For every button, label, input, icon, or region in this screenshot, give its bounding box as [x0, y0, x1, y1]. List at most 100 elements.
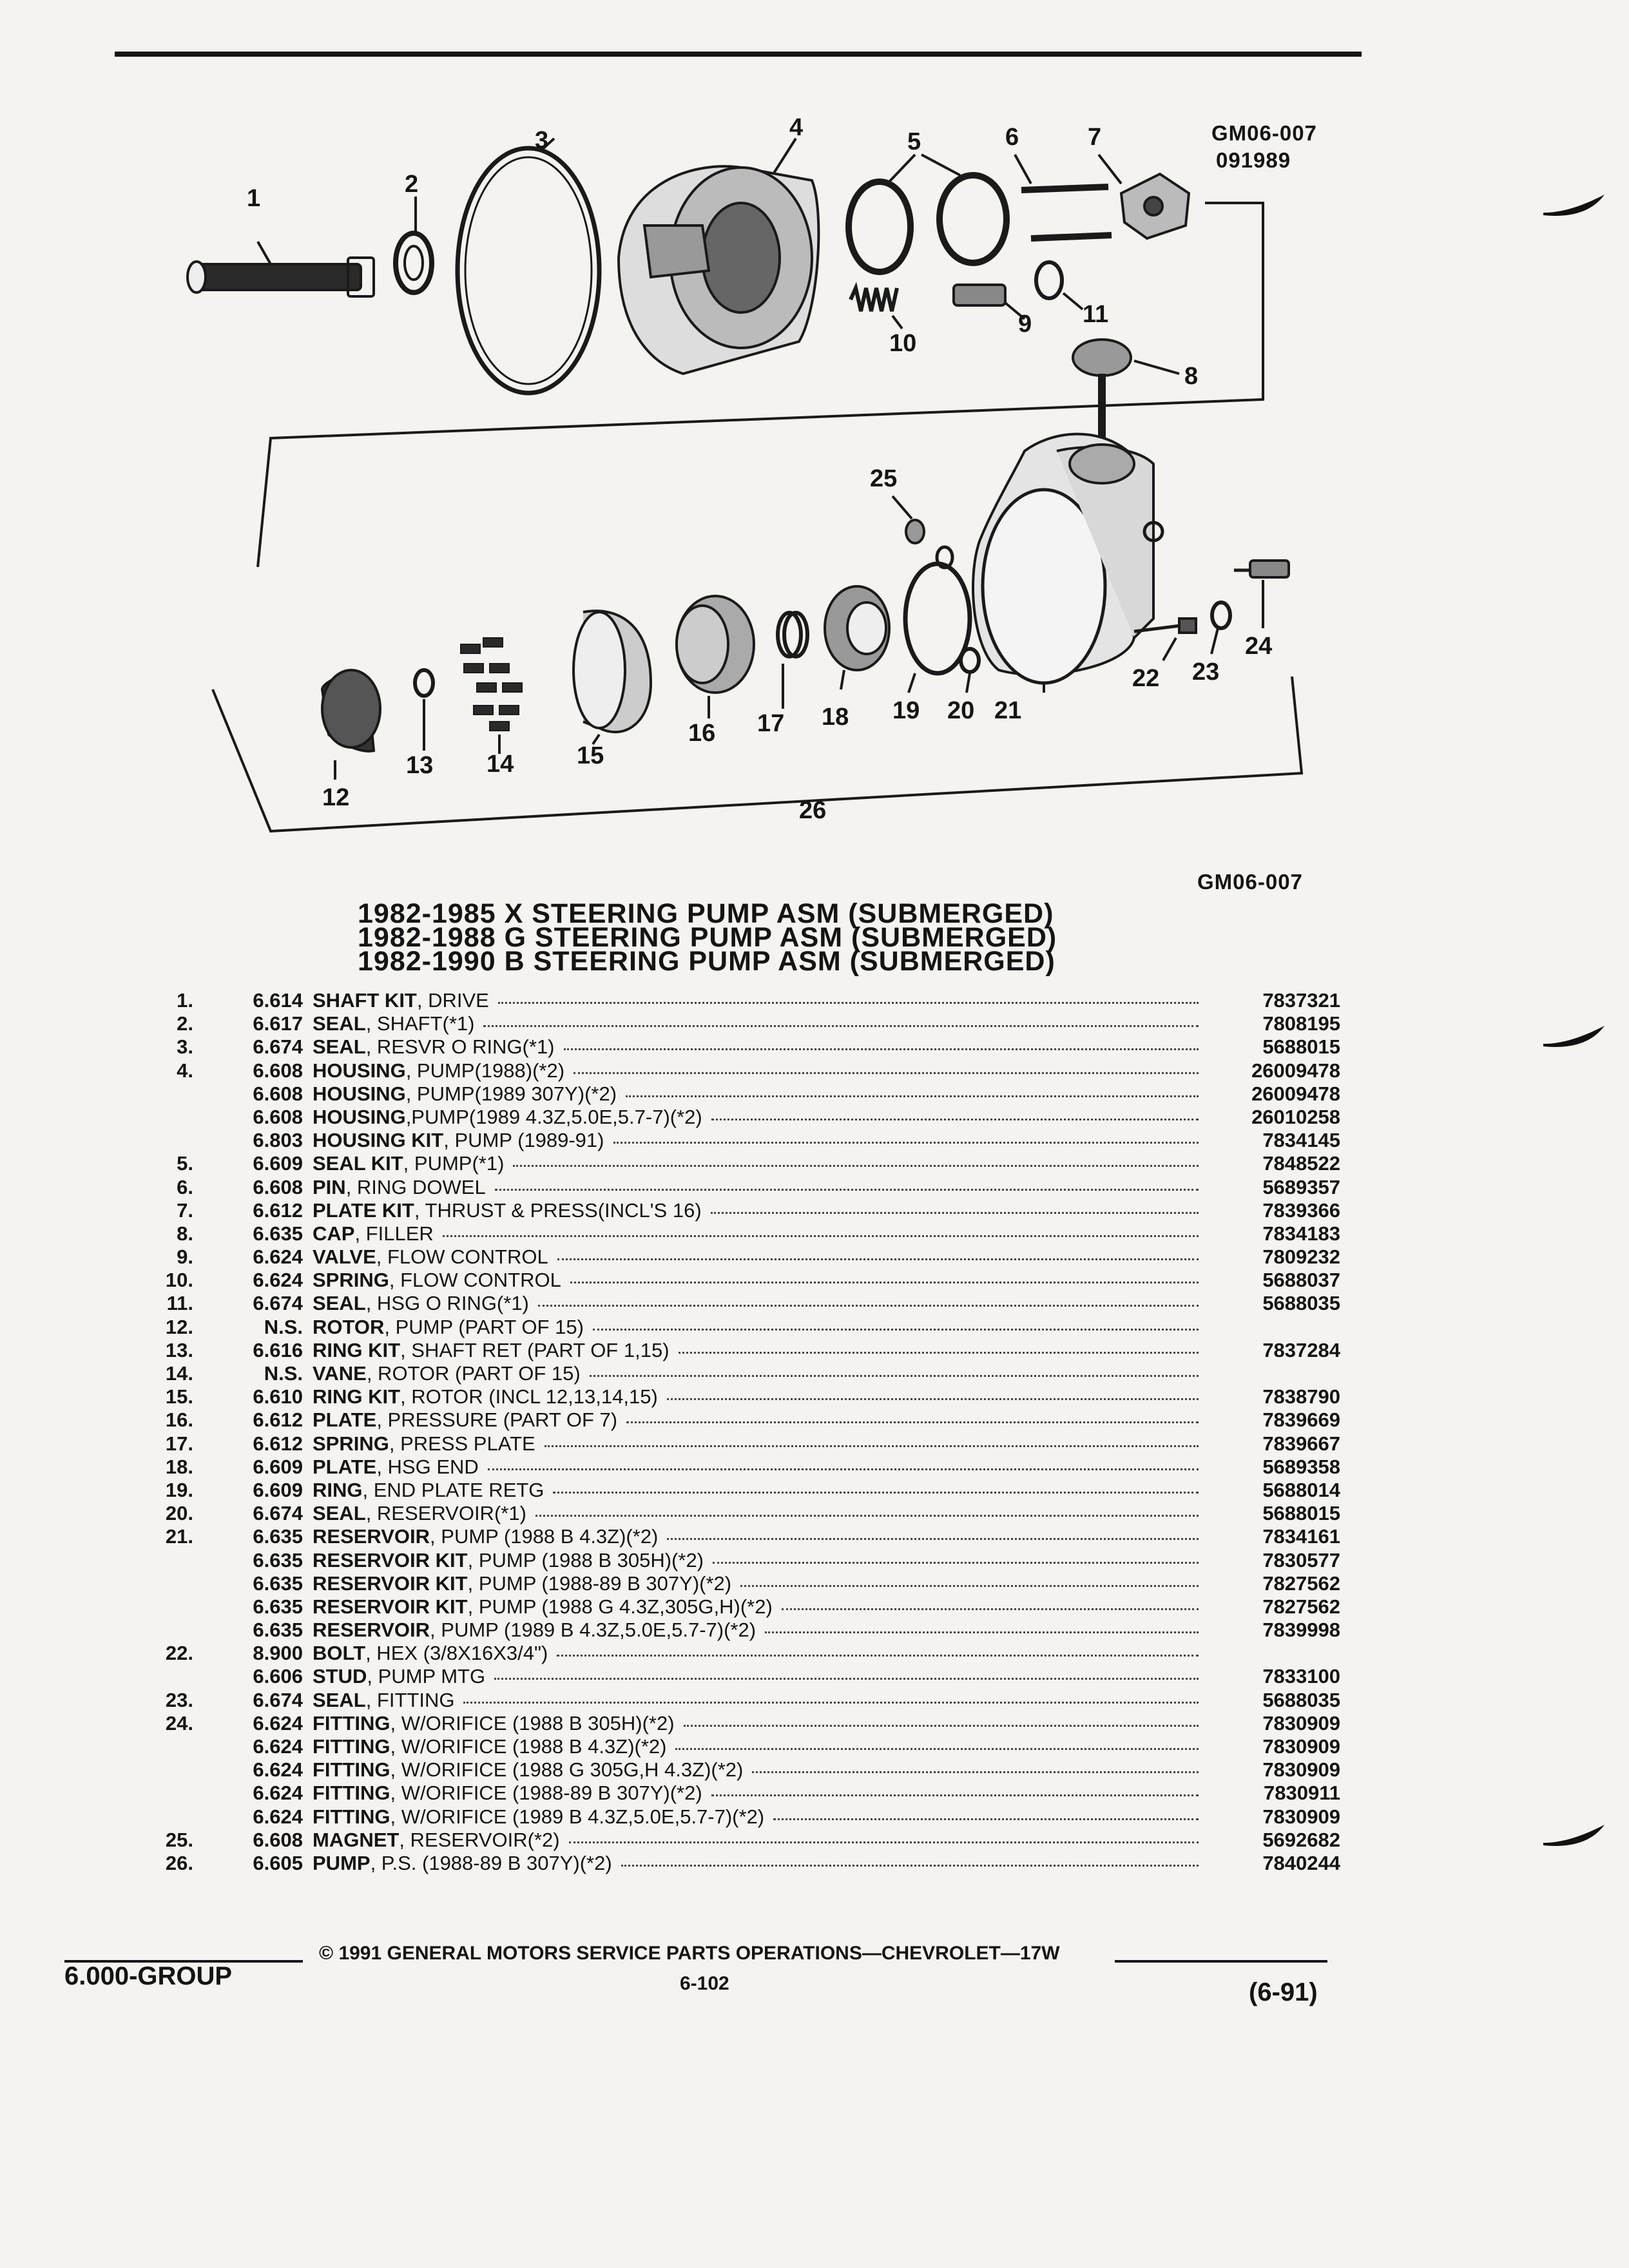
part-group: 6.612 [253, 1408, 303, 1432]
dot-leader [463, 1701, 1199, 1704]
part-name: BOLT [313, 1642, 366, 1665]
part-name: RESERVOIR KIT [313, 1595, 468, 1618]
part-group: 6.674 [253, 1688, 303, 1711]
dot-leader [752, 1771, 1199, 1774]
part-group: 8.900 [253, 1642, 303, 1665]
part-group: N.S. [264, 1362, 303, 1385]
part-row: 6.606 STUD, PUMP MTG 7833100 [0, 1665, 1629, 1688]
part-detail: , FITTING [365, 1688, 455, 1711]
part-number: 7839667 [1262, 1432, 1340, 1455]
dot-leader [626, 1421, 1199, 1424]
part-number: 7839998 [1262, 1619, 1340, 1642]
part-number: 7839669 [1262, 1408, 1340, 1432]
part-description: CAP, FILLER [313, 1222, 434, 1245]
dot-leader [569, 1841, 1199, 1843]
part-group: 6.609 [253, 1152, 303, 1175]
callout-12: 12 [322, 784, 349, 811]
part-group: 6.674 [253, 1292, 303, 1315]
part-name: PLATE [313, 1408, 377, 1432]
part-name: PLATE [313, 1455, 377, 1478]
callout-4: 4 [789, 114, 803, 141]
diagram-date: 091989 [1216, 148, 1291, 172]
callout-18: 18 [822, 704, 849, 731]
part-index: 17. [165, 1432, 193, 1455]
part-group: 6.610 [253, 1385, 303, 1408]
part-index: 5. [177, 1152, 193, 1175]
part-group: 6.608 [253, 1082, 303, 1105]
part-name: FITTING [313, 1805, 390, 1828]
part-detail: , PUMP (1988 B 305H)(*2) [467, 1548, 704, 1571]
dot-leader [621, 1864, 1199, 1867]
part-group: 6.674 [253, 1035, 303, 1059]
part-number: 7827562 [1262, 1595, 1340, 1618]
part-number: 7808195 [1262, 1012, 1340, 1035]
footer-rule-right [1115, 1960, 1327, 1963]
part-group: N.S. [264, 1315, 303, 1338]
dot-leader [570, 1282, 1199, 1284]
part-group: 6.624 [253, 1782, 303, 1805]
callout-5: 5 [907, 128, 921, 155]
part-detail: , FLOW CONTROL [376, 1245, 548, 1269]
part-detail: , PUMP (1989 B 4.3Z,5.0E,5.7-7)(*2) [430, 1619, 757, 1642]
part-row: 14.N.S.VANE, ROTOR (PART OF 15) [0, 1362, 1629, 1385]
part-group: 6.635 [253, 1619, 303, 1642]
part-name: PUMP [313, 1851, 371, 1874]
part-description: STUD, PUMP MTG [313, 1665, 485, 1688]
part-group: 6.608 [253, 1828, 303, 1851]
part-index: 16. [165, 1408, 193, 1432]
part-name: VALVE [313, 1245, 376, 1269]
part-index: 7. [177, 1198, 193, 1222]
dot-leader [679, 1351, 1199, 1354]
part-number: 7830909 [1262, 1805, 1340, 1828]
part-name: SEAL [313, 1688, 366, 1711]
callout-19: 19 [892, 697, 920, 724]
part-description: SEAL, SHAFT(*1) [313, 1012, 474, 1035]
binder-hole-mark [1543, 193, 1605, 218]
part-group: 6.803 [253, 1129, 303, 1152]
dot-leader [667, 1398, 1199, 1401]
part-detail: , PUMP (1988 G 4.3Z,305G,H)(*2) [467, 1595, 773, 1618]
callout-26: 26 [799, 797, 826, 824]
callout-3: 3 [535, 127, 548, 154]
part-detail: , W/ORIFICE (1988 B 4.3Z)(*2) [390, 1735, 667, 1758]
part-group: 6.624 [253, 1711, 303, 1735]
part-detail: , W/ORIFICE (1988 G 305G,H 4.3Z)(*2) [390, 1758, 744, 1782]
part-number: 7833100 [1262, 1665, 1340, 1688]
part-detail: , W/ORIFICE (1988-89 B 307Y)(*2) [390, 1782, 702, 1805]
dot-leader [557, 1258, 1199, 1261]
part-name: HOUSING [313, 1105, 406, 1128]
exploded-diagram: 1 2 3 4 5 6 7 8 9 10 11 12 13 14 15 16 1… [0, 0, 1629, 850]
part-number: 26010258 [1251, 1105, 1340, 1128]
binder-hole-mark [1543, 1823, 1605, 1848]
part-detail: , P.S. (1988-89 B 307Y)(*2) [370, 1851, 612, 1874]
part-detail: , PUMP MTG [367, 1665, 486, 1688]
part-group: 6.609 [253, 1455, 303, 1478]
callout-15: 15 [577, 742, 604, 769]
part-name: RING [313, 1478, 363, 1501]
part-index: 26. [165, 1851, 193, 1874]
part-index: 4. [177, 1059, 193, 1082]
part-number: 7830909 [1262, 1735, 1340, 1758]
part-detail: , SHAFT(*1) [365, 1012, 475, 1035]
part-group: 6.606 [253, 1665, 303, 1688]
part-detail: , RESVR O RING(*1) [365, 1035, 555, 1059]
part-detail: , PUMP(*1) [403, 1152, 505, 1175]
dot-leader [545, 1445, 1199, 1447]
title-block: 1982-1985 X STEERING PUMP ASM (SUBMERGED… [358, 900, 1131, 975]
part-number: 7834161 [1262, 1525, 1340, 1548]
part-description: SEAL, HSG O RING(*1) [313, 1292, 529, 1315]
callout-13: 13 [406, 752, 433, 779]
dot-leader [667, 1538, 1199, 1541]
